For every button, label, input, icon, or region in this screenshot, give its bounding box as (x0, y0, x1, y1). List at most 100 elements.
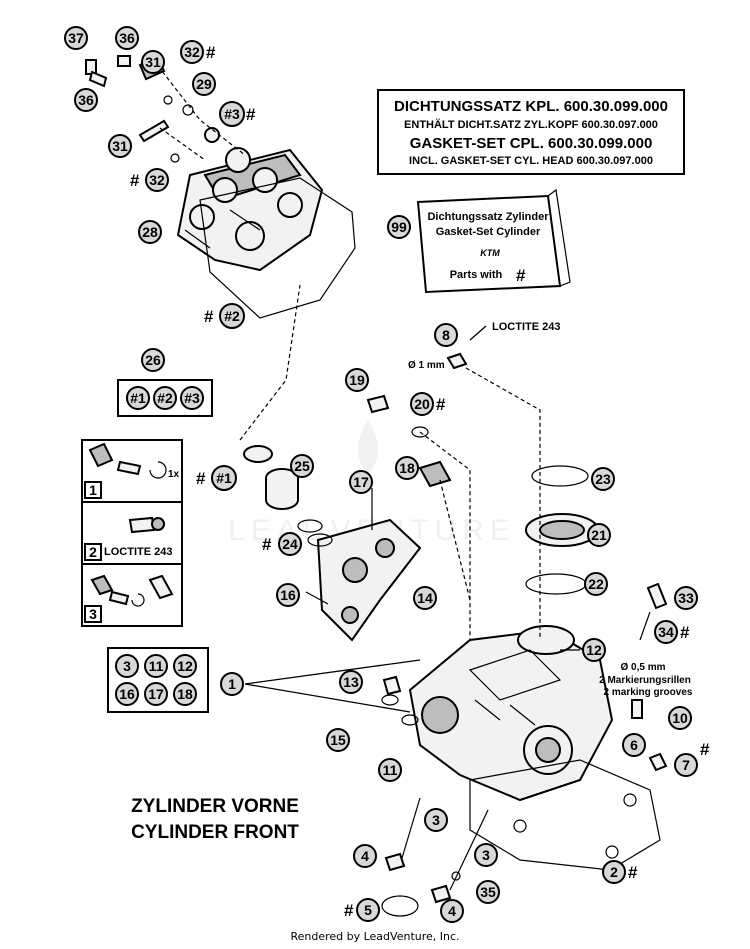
svg-text:3: 3 (482, 847, 490, 863)
callout-8: 8 (434, 323, 458, 347)
timing-parts (366, 352, 668, 772)
svg-text:3: 3 (123, 658, 131, 674)
callout-13: 13 (339, 670, 363, 694)
svg-text:22: 22 (588, 576, 604, 592)
valve-cover (176, 147, 356, 319)
svg-text:18: 18 (399, 460, 415, 476)
callout-15: 15 (326, 728, 350, 752)
svg-text:32: 32 (149, 172, 165, 188)
svg-text:19: 19 (349, 372, 365, 388)
diagram-title-en: CYLINDER FRONT (131, 822, 299, 843)
group-11: 11 (144, 654, 168, 678)
callout-2: 2 (602, 860, 626, 884)
callout-34: 34 (654, 620, 678, 644)
callout-28: 28 (138, 220, 162, 244)
kit-parts-with: Parts with (450, 269, 503, 281)
callout-32-left: 32 (145, 168, 169, 192)
svg-text:24: 24 (282, 536, 298, 552)
svg-text:10: 10 (672, 710, 688, 726)
svg-text:37: 37 (68, 30, 84, 46)
svg-text:34: 34 (658, 624, 674, 640)
diagram-title-de: ZYLINDER VORNE (131, 796, 299, 817)
svg-text:14: 14 (417, 590, 433, 606)
callout-99: 99 (387, 215, 411, 239)
svg-text:4: 4 (361, 848, 369, 864)
cylinder-gasket (469, 759, 661, 871)
callout-11: 11 (378, 758, 402, 782)
callout-3-right: 3 (474, 843, 498, 867)
svg-text:5: 5 (364, 902, 372, 918)
step-3-label: 3 (89, 606, 97, 622)
callout-19: 19 (345, 368, 369, 392)
studs-and-nuts (381, 797, 489, 917)
callout-22: 22 (584, 572, 608, 596)
callout-18: 18 (395, 456, 419, 480)
svg-text:20: 20 (414, 396, 430, 412)
svg-text:15: 15 (330, 732, 346, 748)
svg-text:12: 12 (177, 658, 193, 674)
callout-23: 23 (591, 467, 615, 491)
footer-credit: Rendered by LeadVenture, Inc. (290, 930, 459, 943)
loctite-arrow (469, 325, 487, 341)
callout-7: 7 (674, 753, 698, 777)
svg-text:#1: #1 (130, 390, 146, 406)
svg-text:#2: #2 (224, 308, 240, 324)
gasket-kit-box: Dichtungssatz Zylinder Gasket-Set Cylind… (416, 188, 571, 294)
tappet-parts (243, 445, 333, 547)
hash-24: # (262, 535, 272, 554)
callout-26: 26 (141, 348, 165, 372)
svg-text:25: 25 (294, 458, 310, 474)
group-18: 18 (173, 682, 197, 706)
step-2-label: 2 (89, 544, 97, 560)
svg-text:28: 28 (142, 224, 158, 240)
step-1-note: 1x (168, 469, 180, 480)
gasket-info-box: DICHTUNGSSATZ KPL. 600.30.099.000 ENTHÄL… (377, 89, 685, 175)
callout-4-left: 4 (353, 844, 377, 868)
svg-text:2: 2 (610, 864, 618, 880)
kit-legend-3: #3 (180, 386, 204, 410)
gasket-line-2: ENTHÄLT DICHT.SATZ ZYL.KOPF 600.30.097.0… (404, 118, 658, 131)
group-16: 16 (115, 682, 139, 706)
hash-32-top: # (206, 43, 216, 62)
kit-line-1: Dichtungssatz Zylinder (427, 211, 549, 223)
callout-2-kit: #2 (219, 303, 245, 329)
callout-4-bottom: 4 (440, 899, 464, 923)
callout-35: 35 (476, 880, 500, 904)
step-1-label: 1 (89, 482, 97, 498)
marking-grooves-en: 2 marking grooves (604, 687, 693, 698)
gasket-line-1: DICHTUNGSSATZ KPL. 600.30.099.000 (394, 98, 668, 115)
callout-5: 5 (356, 898, 380, 922)
callout-25: 25 (290, 454, 314, 478)
svg-text:11: 11 (149, 658, 164, 674)
callout-32-top: 32 (180, 40, 204, 64)
kit-logo: KTM (480, 248, 500, 258)
callout-36-left: 36 (74, 88, 98, 112)
svg-text:29: 29 (196, 76, 212, 92)
callout-17: 17 (349, 470, 373, 494)
hash-marks: # # # # # # # # # # # (130, 43, 710, 920)
svg-text:6: 6 (630, 737, 638, 753)
callout-37: 37 (64, 26, 88, 50)
install-steps-inset: 1 2 3 1x LOCTITE 243 (81, 439, 183, 627)
callout-16: 16 (276, 583, 300, 607)
kit-hash-symbol: # (516, 266, 526, 285)
svg-text:16: 16 (280, 587, 296, 603)
hash-1-kit: # (196, 469, 206, 488)
svg-text:12: 12 (586, 642, 602, 658)
hash-2-kit: # (204, 307, 214, 326)
inset-loctite: LOCTITE 243 (104, 546, 172, 558)
svg-text:35: 35 (480, 884, 496, 900)
svg-text:4: 4 (448, 903, 456, 919)
svg-text:36: 36 (119, 30, 135, 46)
marking-grooves-de: 2 Markierungsrillen (599, 675, 691, 686)
hash-5: # (344, 901, 354, 920)
svg-text:21: 21 (591, 527, 607, 543)
callout-3-kit: #3 (219, 101, 245, 127)
group-17: 17 (144, 682, 168, 706)
svg-text:32: 32 (184, 44, 200, 60)
svg-text:26: 26 (145, 352, 161, 368)
svg-text:8: 8 (442, 327, 450, 343)
group-12: 12 (173, 654, 197, 678)
callout-29: 29 (192, 72, 216, 96)
